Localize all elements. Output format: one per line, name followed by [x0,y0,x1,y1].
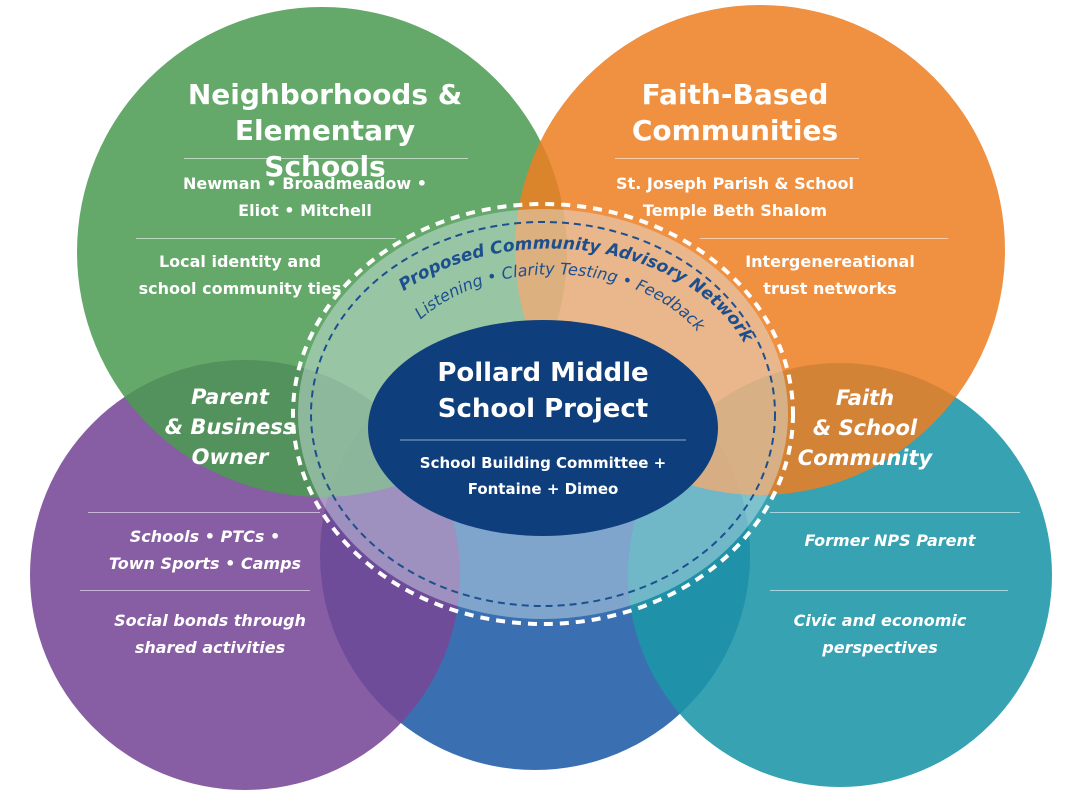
parents-rule-2 [80,590,310,591]
civic-rule [770,512,1020,513]
faith-members: St. Joseph Parish & School Temple Beth S… [616,174,854,220]
parents-members: Schools • PTCs • Town Sports • Camps [108,527,302,573]
neighborhoods-rule-2 [136,238,396,239]
outer-dashed-ring [291,202,795,626]
civic-rule-2 [770,590,1008,591]
faith-title: Faith-Based Communities [631,78,839,147]
parent-business-overlap-label: Parent & Business Owner [164,385,296,469]
civic-description: Civic and economic perspectives [793,611,967,657]
neighborhoods-members: Newman • Broadmeadow • Eliot • Mitchell [183,174,427,220]
faith-school-overlap-label: Faith & School Community [797,386,933,470]
civic-members: Former NPS Parent [804,531,976,550]
center-team: School Building Committee + Fontaine + D… [419,454,667,498]
faith-rule [615,158,859,159]
parents-description: Social bonds through shared activities [114,611,306,657]
faith-description: Intergenereational trust networks [745,252,915,298]
neighborhoods-description: Local identity and school community ties [138,252,342,298]
center-title: Pollard Middle School Project [437,358,649,424]
parents-rule [88,512,320,513]
center-ellipse [368,320,718,536]
inner-dashed-ring [310,221,776,607]
neighborhoods-rule [184,158,468,159]
faith-rule-2 [700,238,948,239]
neighborhoods-title: Neighborhoods & Elementary Schools [187,78,463,183]
